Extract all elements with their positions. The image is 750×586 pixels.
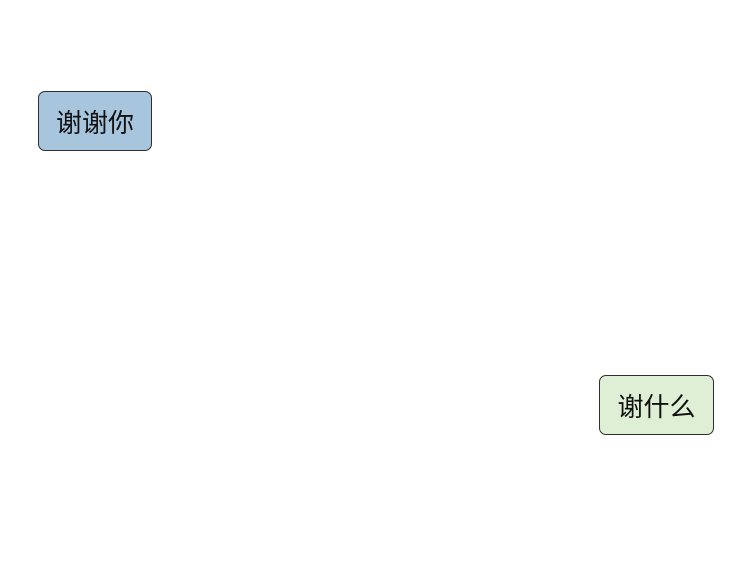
message-bubble-right: 谢什么 — [599, 375, 714, 435]
message-text-left: 谢谢你 — [55, 108, 134, 139]
message-text-right: 谢什么 — [617, 392, 696, 423]
message-bubble-left: 谢谢你 — [38, 91, 152, 151]
